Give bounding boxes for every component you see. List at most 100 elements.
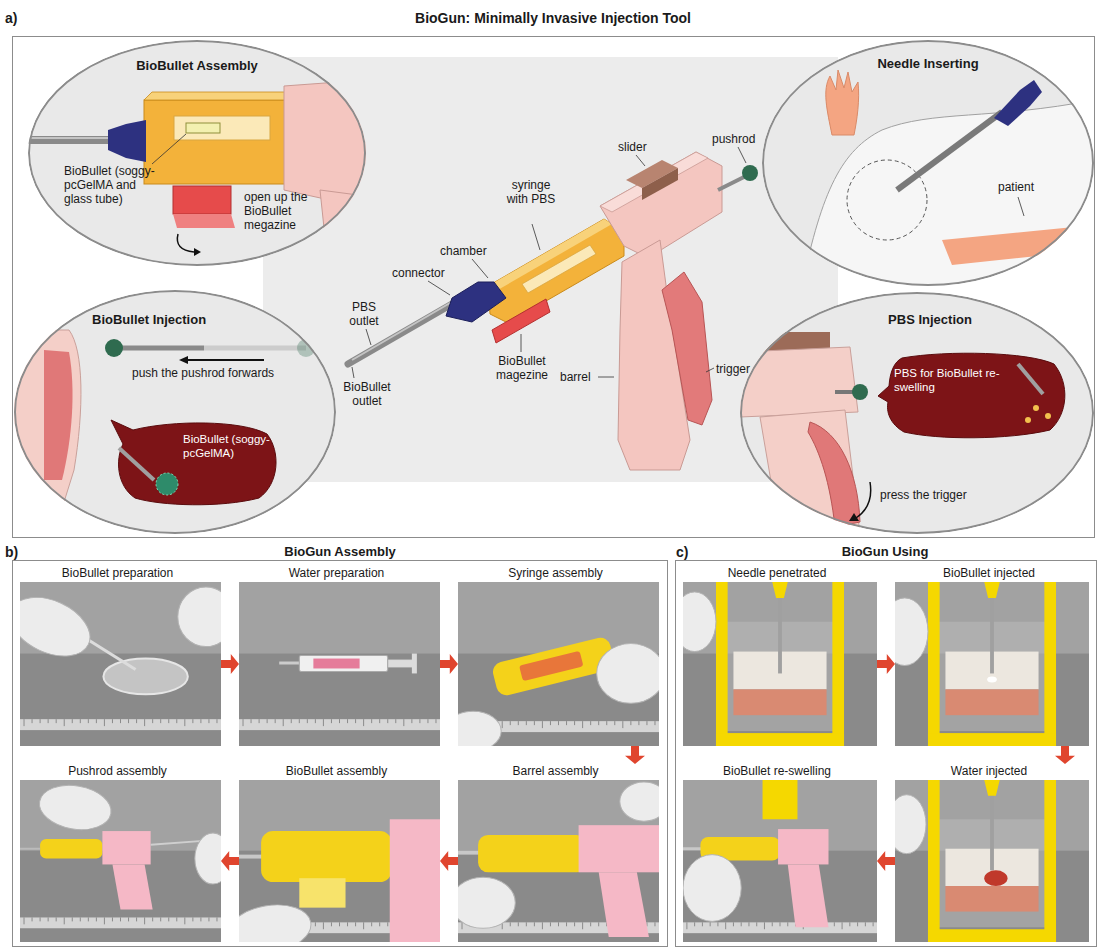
line	[411, 719, 412, 723]
line	[24, 917, 25, 924]
photo-step: Water preparation	[239, 566, 440, 746]
callout-text: BioBullet (soggy-pcGelMA and glass tube)	[64, 164, 164, 206]
inset-circle: PBS Injectionpress the triggerPBS for Bi…	[740, 292, 1094, 534]
polygon	[179, 356, 188, 364]
line	[112, 719, 113, 723]
line	[104, 719, 105, 726]
ellipse	[683, 855, 741, 922]
line	[283, 719, 284, 726]
line	[780, 922, 781, 926]
photo-step: Syringe assembly	[458, 566, 659, 746]
line	[363, 922, 364, 929]
line	[28, 137, 112, 139]
circle	[1025, 417, 1031, 423]
panel-letter: b)	[5, 544, 18, 561]
line	[764, 922, 765, 929]
photo-scene	[239, 582, 440, 746]
ellipse	[15, 291, 335, 533]
line	[748, 922, 749, 926]
rect	[458, 582, 659, 654]
line	[355, 719, 356, 723]
photo-step: BioBullet preparation	[20, 566, 221, 746]
photo-step: Barrel assembly	[458, 764, 659, 942]
inset-title: Needle Inserting	[877, 56, 978, 72]
polygon	[600, 152, 722, 258]
line	[590, 922, 591, 926]
ellipse	[762, 40, 1094, 286]
line	[542, 721, 543, 728]
line	[897, 112, 1002, 190]
line	[251, 719, 252, 723]
callout-text: press the trigger	[880, 488, 967, 502]
line	[990, 592, 994, 674]
line	[144, 917, 145, 924]
line	[323, 719, 324, 726]
ellipse	[14, 290, 336, 534]
polygon	[994, 80, 1042, 126]
line	[598, 721, 599, 725]
line	[40, 917, 41, 921]
line	[558, 721, 559, 725]
rect	[299, 878, 345, 907]
line	[184, 719, 185, 726]
line	[208, 719, 209, 723]
line	[526, 922, 527, 926]
line	[104, 917, 105, 924]
line	[550, 922, 551, 926]
panel-letter: a)	[5, 10, 17, 27]
line	[706, 368, 714, 372]
rect	[102, 831, 150, 864]
line	[778, 592, 782, 674]
photo	[239, 780, 440, 942]
line	[200, 917, 201, 921]
part-label: pushrod	[712, 132, 755, 146]
ellipse	[984, 870, 1007, 886]
polygon	[320, 190, 366, 266]
panel: c)BioGun UsingNeedle penetratedBioBullet…	[672, 542, 1105, 949]
line	[865, 922, 866, 926]
line	[834, 922, 835, 926]
line	[72, 719, 73, 723]
path	[856, 482, 871, 518]
inset-illustration	[28, 40, 366, 266]
ellipse	[29, 41, 365, 265]
line	[200, 719, 201, 723]
shape-group	[352, 147, 746, 378]
path	[177, 234, 194, 252]
ellipse	[239, 899, 315, 942]
line	[355, 922, 356, 926]
rect	[412, 654, 417, 674]
line	[216, 719, 217, 723]
rect	[299, 656, 387, 672]
line	[598, 922, 599, 926]
flow-arrow	[625, 746, 645, 764]
line	[323, 922, 324, 929]
line	[184, 917, 185, 924]
polygon	[488, 219, 624, 323]
part-label: trigger	[716, 362, 750, 376]
polygon	[984, 582, 1000, 598]
line	[176, 917, 177, 921]
line	[315, 719, 316, 723]
photo-scene	[458, 582, 659, 746]
line	[32, 719, 33, 723]
ellipse	[103, 659, 187, 695]
circle	[742, 165, 758, 181]
path	[44, 350, 73, 480]
line	[204, 346, 306, 351]
polygon	[194, 248, 201, 256]
line	[582, 922, 583, 929]
line	[136, 917, 137, 921]
line	[32, 917, 33, 921]
line	[96, 917, 97, 921]
rect	[239, 582, 440, 654]
step-label: Water preparation	[236, 566, 437, 580]
ellipse	[683, 592, 716, 652]
line	[694, 922, 695, 926]
line	[72, 917, 73, 921]
rect	[716, 733, 844, 746]
rect	[519, 651, 583, 681]
step-label: Syringe assembly	[455, 566, 656, 580]
part-label: BioBullet outlet	[336, 380, 398, 408]
part-label: chamber	[440, 244, 487, 258]
